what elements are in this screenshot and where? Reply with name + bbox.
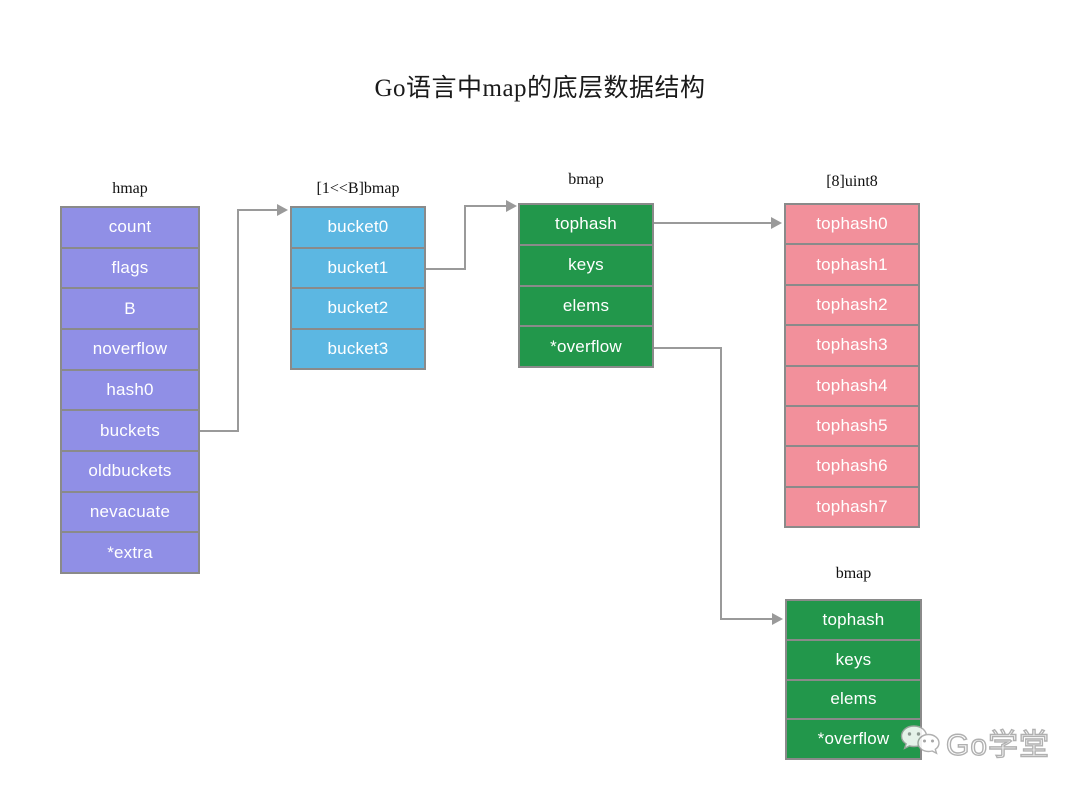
connector-bucket1-segment-h2 (464, 205, 508, 207)
struct-box-bmap-overflow: tophash keys elems *overflow (785, 599, 922, 760)
struct-box-hmap: count flags B noverflow hash0 buckets ol… (60, 206, 200, 574)
connector-tophash-segment-h (654, 222, 773, 224)
struct-label-bmap-main: bmap (568, 171, 604, 188)
hmap-field-count: count (62, 208, 198, 249)
bmap-overflow-field-keys: keys (787, 640, 920, 681)
bmap-main-field-tophash: tophash (520, 205, 652, 246)
tophash-row-1: tophash1 (786, 245, 918, 286)
connector-bucket1-segment-h1 (426, 268, 466, 270)
bmap-overflow-field-elems: elems (787, 680, 920, 721)
bucket-row-1: bucket1 (292, 248, 424, 289)
bmap-overflow-field-tophash: tophash (787, 601, 920, 641)
hmap-field-hash0: hash0 (62, 370, 198, 412)
tophash-row-6: tophash6 (786, 447, 918, 488)
tophash-row-4: tophash4 (786, 366, 918, 407)
arrowhead-overflow-to-bmap (772, 613, 783, 625)
hmap-field-oldbuckets: oldbuckets (62, 452, 198, 493)
bmap-main-field-overflow: *overflow (520, 327, 652, 366)
wechat-icon (900, 723, 942, 762)
connector-buckets-segment-h2 (237, 209, 279, 211)
hmap-field-noverflow: noverflow (62, 330, 198, 371)
connector-bucket1-segment-v (464, 206, 466, 270)
struct-label-bmap-overflow: bmap (835, 565, 872, 582)
bmap-main-field-keys: keys (520, 245, 652, 287)
arrowhead-bucket1-to-bmap (506, 200, 517, 212)
bucket-row-0: bucket0 (292, 208, 424, 249)
hmap-field-extra: *extra (62, 533, 198, 573)
arrowhead-tophash-to-array (771, 217, 782, 229)
connector-buckets-segment-h1 (200, 430, 239, 432)
tophash-row-7: tophash7 (786, 487, 918, 526)
connector-buckets-segment-v (237, 210, 239, 432)
tophash-row-2: tophash2 (786, 285, 918, 327)
connector-overflow-segment-v (720, 347, 722, 620)
page-title: Go语言中map的底层数据结构 (374, 75, 706, 102)
bmap-main-field-elems: elems (520, 286, 652, 328)
struct-label-buckets-array: [1<<B]bmap (316, 180, 400, 197)
connector-overflow-segment-h1 (654, 347, 722, 349)
struct-box-buckets-array: bucket0 bucket1 bucket2 bucket3 (290, 206, 426, 370)
hmap-field-flags: flags (62, 248, 198, 290)
tophash-row-0: tophash0 (786, 205, 918, 246)
connector-overflow-segment-h2 (720, 618, 774, 620)
hmap-field-nevacuate: nevacuate (62, 492, 198, 534)
bucket-row-2: bucket2 (292, 289, 424, 330)
arrowhead-buckets-to-bucket0 (277, 204, 288, 216)
struct-label-tophash-array: [8]uint8 (826, 173, 878, 190)
bucket-row-3: bucket3 (292, 329, 424, 368)
struct-box-bmap-main: tophash keys elems *overflow (518, 203, 654, 368)
tophash-row-3: tophash3 (786, 326, 918, 367)
struct-label-hmap: hmap (112, 180, 148, 197)
hmap-field-buckets: buckets (62, 411, 198, 453)
bmap-overflow-field-overflow: *overflow (787, 720, 920, 758)
watermark-text: Go学堂 (945, 728, 1051, 762)
tophash-row-5: tophash5 (786, 406, 918, 448)
hmap-field-b: B (62, 289, 198, 331)
watermark: Go学堂 (900, 720, 1050, 764)
struct-box-tophash-array: tophash0 tophash1 tophash2 tophash3 toph… (784, 203, 920, 528)
